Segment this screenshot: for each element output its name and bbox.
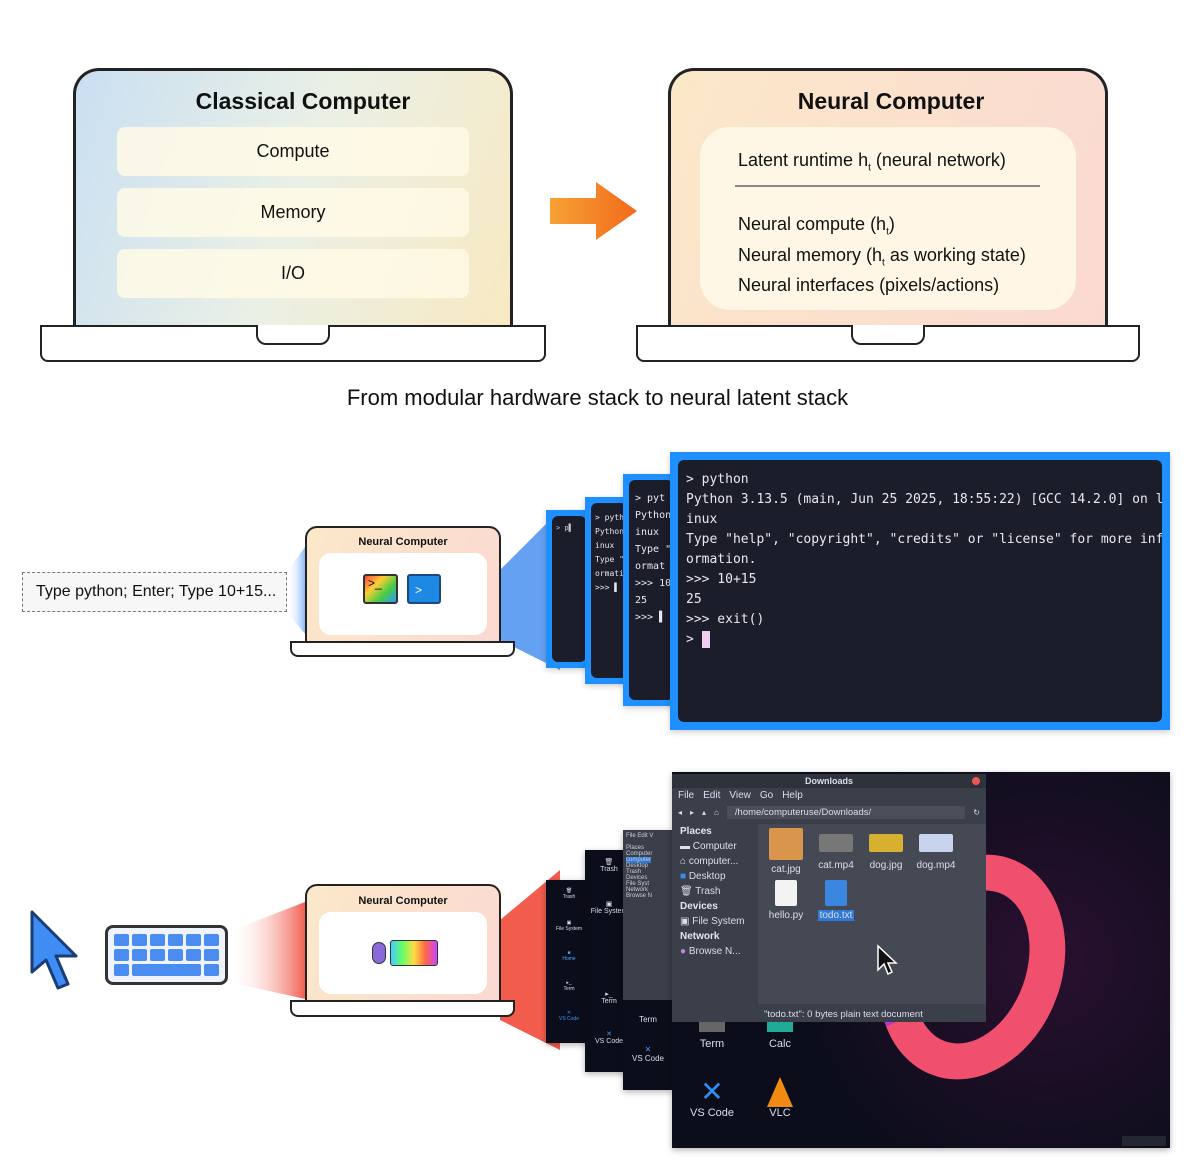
file-hello-py[interactable]: hello.py [761, 880, 811, 921]
window-icon: > [407, 574, 441, 604]
menu-go[interactable]: Go [759, 790, 774, 801]
terminal-frame-1: > p▌ [546, 510, 592, 668]
cli-laptop-base [290, 641, 515, 657]
sidebar-item-desktop[interactable]: ■ Desktop [680, 871, 726, 882]
compute-box: Compute [117, 127, 469, 176]
terminal-line: ormation. [686, 552, 757, 567]
file-pane: cat.jpg cat.mp4 dog.jpg dog.mp4 hello.py… [758, 824, 986, 1004]
menu-file[interactable]: File [678, 790, 695, 801]
menu-help[interactable]: Help [782, 790, 803, 801]
toolbar: ◂ ▸ ▴ ⌂ /home/computeruse/Downloads/ ↻ [672, 804, 986, 820]
memory-box: Memory [117, 188, 469, 237]
sidebar: Places ▬ Computer ⌂ computer... ■ Deskto… [672, 824, 756, 959]
desktop-icon-calc[interactable]: Calc [750, 1022, 810, 1050]
desktop-icon-term[interactable]: Term [682, 1022, 742, 1050]
menu-edit[interactable]: Edit [703, 790, 721, 801]
classical-title: Classical Computer [195, 88, 411, 114]
forward-icon[interactable]: ▸ [690, 807, 695, 817]
file-todo-txt[interactable]: todo.txt [811, 880, 861, 921]
file-dog-jpg[interactable]: dog.jpg [861, 834, 911, 871]
prompt-text: Type python; Enter; Type 10+15... [36, 583, 277, 600]
terminal-line: inux [686, 512, 718, 527]
menu-view[interactable]: View [729, 790, 751, 801]
cli-laptop-title: Neural Computer [358, 536, 448, 548]
latent-runtime-label: Latent runtime ht (neural network) [738, 150, 1006, 174]
caption: From modular hardware stack to neural la… [346, 385, 849, 410]
terminal-line: > python [686, 472, 749, 487]
terminal-prompt[interactable]: > [686, 630, 1154, 650]
file-cat-jpg[interactable]: cat.jpg [761, 828, 811, 875]
desktop-icon-vlc[interactable]: VLC [750, 1077, 810, 1119]
terminal-line: Type "help", "copyright", "credits" or "… [686, 532, 1162, 547]
sidebar-item-computer[interactable]: ▬ Computer [680, 841, 737, 852]
neural-compute-line: Neural compute (ht) [738, 214, 895, 238]
sidebar-item-home[interactable]: ⌂ computer... [680, 856, 739, 867]
reload-icon[interactable]: ↻ [973, 807, 980, 817]
blue-beam [287, 510, 560, 670]
keyboard-icon [105, 925, 228, 985]
terminal-line: >>> exit() [686, 612, 765, 627]
close-icon[interactable] [972, 777, 980, 785]
red-beam [228, 870, 560, 1050]
neural-interfaces-line: Neural interfaces (pixels/actions) [738, 275, 1000, 296]
cli-laptop-inner [319, 553, 487, 635]
right-arrow-icon [550, 182, 637, 240]
neural-memory-line: Neural memory (ht as working state) [738, 244, 1026, 269]
taskbar-widget[interactable] [1122, 1136, 1166, 1146]
divider [735, 185, 1040, 187]
cursor-block [701, 631, 710, 648]
sidebar-item-network[interactable]: ● Browse N... [680, 946, 741, 957]
desktop-frame-1: 🗑Trash ▣File System ■Home ▸_Term ✕VS Cod… [546, 880, 592, 1043]
neural-title: Neural Computer [797, 88, 985, 114]
terminal-icon: >_ [363, 574, 398, 604]
mouse-cursor-icon [30, 910, 78, 990]
title-bar: Downloads [672, 774, 986, 788]
neural-inner-panel [700, 127, 1076, 310]
runtime-text: Latent runtime h [738, 150, 869, 170]
runtime-sub: t [868, 162, 871, 174]
neural-lines: Neural compute (ht) Neural memory (ht as… [738, 213, 1026, 296]
back-icon[interactable]: ◂ [678, 807, 683, 817]
path-field[interactable]: /home/computeruse/Downloads/ [726, 805, 966, 819]
gui-laptop-base [290, 1000, 515, 1017]
desktop-icon-vscode[interactable]: ✕VS Code [689, 1076, 735, 1120]
terminal-window: > python Python 3.13.5 (main, Jun 25 202… [670, 452, 1170, 730]
laptop-notch [256, 325, 330, 345]
runtime-suffix: (neural network) [870, 150, 1006, 170]
terminal-line: >>> 10+15 [686, 572, 757, 587]
mouse-icon [372, 942, 386, 964]
gui-laptop-title: Neural Computer [358, 895, 448, 907]
menu-bar: File Edit View Go Help [672, 788, 986, 804]
file-dog-mp4[interactable]: dog.mp4 [911, 834, 961, 871]
file-cat-mp4[interactable]: cat.mp4 [811, 834, 861, 871]
mouse-pointer-icon [877, 944, 898, 976]
rgb-keyboard-icon [390, 940, 438, 966]
laptop-notch [851, 325, 925, 345]
home-icon[interactable]: ⌂ [714, 807, 719, 817]
sidebar-item-filesystem[interactable]: ▣ File System [680, 916, 745, 927]
prompt-textbox: Type python; Enter; Type 10+15... [22, 572, 287, 612]
io-box: I/O [117, 249, 469, 298]
terminal-line: 25 [686, 592, 702, 607]
sidebar-item-trash[interactable]: 🗑 Trash [680, 886, 721, 897]
file-manager-window: Downloads File Edit View Go Help ◂ ▸ ▴ ⌂ /h… [672, 774, 986, 1022]
terminal-line: Python 3.13.5 (main, Jun 25 2025, 18:55:… [686, 492, 1162, 507]
up-icon[interactable]: ▴ [702, 807, 707, 817]
status-bar: "todo.txt": 0 bytes plain text document [764, 1009, 923, 1020]
